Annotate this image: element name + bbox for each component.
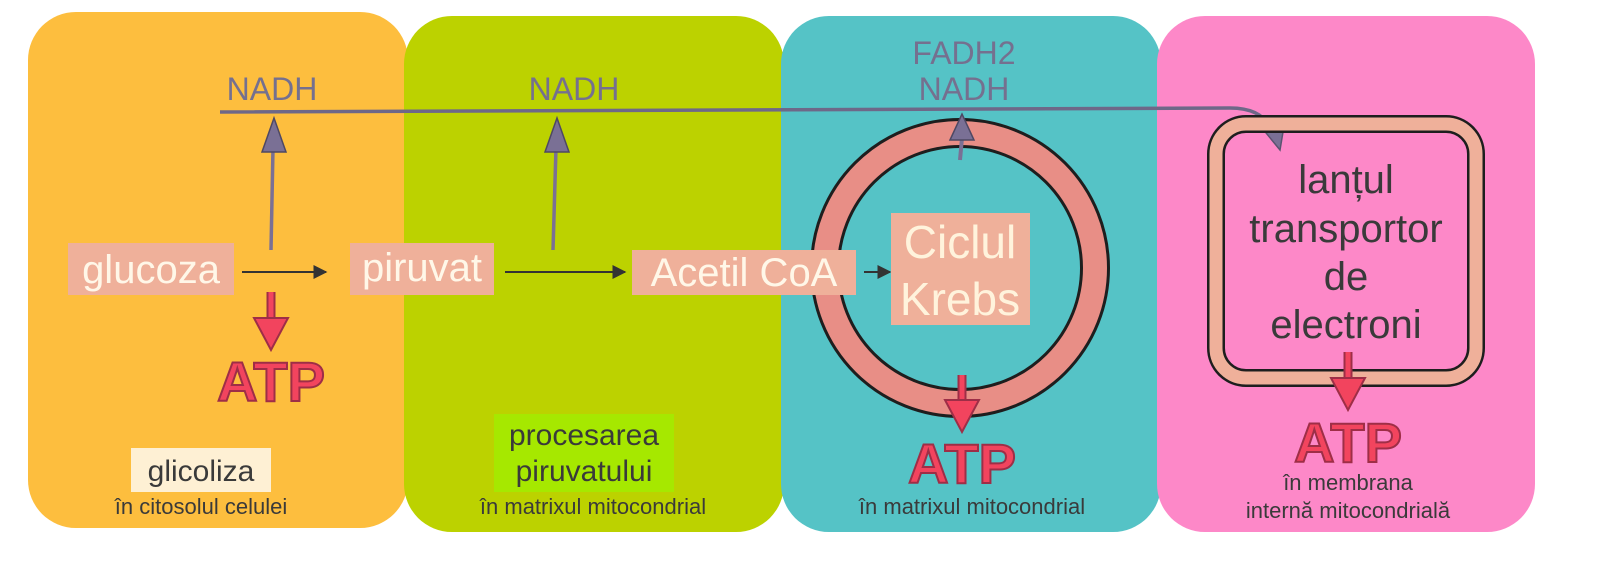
- panel-pyruvate-processing: [404, 16, 784, 532]
- glycolysis-process-label: glicoliza: [148, 455, 255, 488]
- etc-location-line1: în membrana: [1282, 470, 1413, 495]
- pyruvate-process-line1: procesarea: [509, 419, 659, 452]
- glucose-label: glucoza: [82, 248, 221, 292]
- pyruvate-nadh-arrow-shaft: [551, 147, 558, 251]
- krebs-label-line1: Ciclul: [904, 216, 1016, 268]
- atp-label-glycolysis: ATP: [217, 350, 325, 413]
- krebs-nadh-arrowhead-icon: [948, 112, 976, 141]
- pyruvate-label: piruvat: [362, 246, 482, 290]
- krebs-label-line2: Krebs: [900, 273, 1020, 325]
- etc-label-line1: lanțul: [1298, 158, 1394, 202]
- glycolysis-process-box: [131, 448, 271, 492]
- acetyl-coa-label: Acetil CoA: [651, 251, 838, 295]
- glycolysis-atp-arrowhead-icon: [252, 317, 290, 353]
- krebs-label-box: [891, 213, 1030, 325]
- fadh2-label: FADH2: [912, 35, 1015, 71]
- pyruvate-location-label: în matrixul mitocondrial: [479, 494, 706, 519]
- glucose-nadh-arrowhead-icon: [260, 115, 288, 153]
- atp-label-krebs: ATP: [908, 432, 1016, 495]
- panel-electron-transport-chain: [1157, 16, 1535, 532]
- krebs-location-label: în matrixul mitocondrial: [858, 494, 1085, 519]
- nadh-label-pyruvate: NADH: [529, 71, 620, 107]
- krebs-atp-arrowhead-icon: [943, 399, 981, 435]
- etc-label-line4: electroni: [1270, 303, 1421, 347]
- pyruvate-box: [350, 243, 494, 295]
- acetyl-coa-box: [632, 250, 856, 295]
- pyruvate-process-box: [494, 414, 674, 492]
- glucose-nadh-arrow-shaft: [269, 147, 275, 251]
- pyruvate-process-line2: piruvatului: [516, 455, 653, 488]
- glucose-box: [68, 243, 234, 295]
- pyruvate-nadh-arrowhead-icon: [543, 115, 571, 153]
- glycolysis-location-label: în citosolul celulei: [114, 494, 287, 519]
- krebs-nadh-arrow-shaft: [958, 137, 964, 161]
- nadh-label-glycolysis: NADH: [227, 71, 318, 107]
- atp-label-etc: ATP: [1294, 411, 1402, 474]
- etc-label-line3: de: [1324, 255, 1369, 299]
- etc-atp-arrowhead-icon: [1329, 377, 1367, 413]
- nadh-label-krebs: NADH: [919, 71, 1010, 107]
- etc-label-line2: transportor: [1249, 207, 1442, 251]
- etc-location-line2: internă mitocondrială: [1246, 498, 1451, 523]
